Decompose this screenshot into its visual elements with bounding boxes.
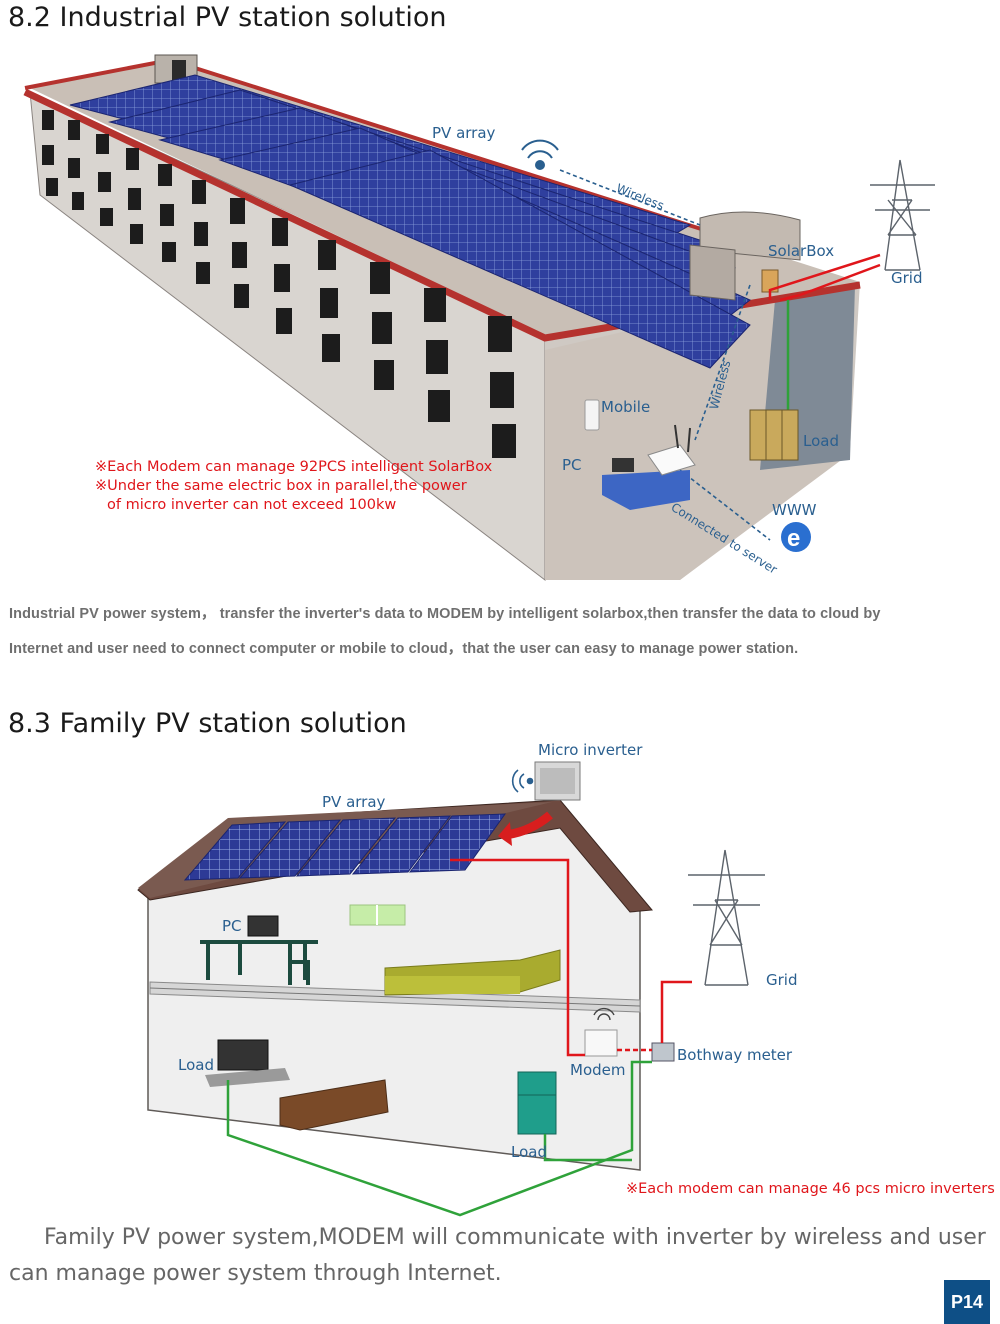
label-pc-family: PC — [222, 917, 242, 935]
page-number-badge: P14 — [944, 1280, 990, 1324]
industrial-description-line-1: Industrial PV power system， transfer the… — [9, 606, 881, 622]
note-parallel-power: ※Under the same electric box in parallel… — [95, 478, 467, 494]
industrial-pv-illustration: e — [23, 54, 935, 582]
label-grid-industrial: Grid — [891, 269, 923, 287]
wireless-signal-icon — [521, 139, 559, 170]
family-description-line-2: can manage power system through Internet… — [9, 1261, 502, 1286]
bothway-meter — [651, 1042, 675, 1062]
label-mobile: Mobile — [601, 398, 651, 416]
label-pv-array-family: PV array — [322, 793, 386, 811]
note-modem-capacity: ※Each Modem can manage 92PCS intelligent… — [95, 459, 493, 475]
pv-array-panels — [69, 74, 751, 369]
load-cabinets-industrial — [749, 409, 799, 461]
section-heading-industrial: 8.2 Industrial PV station solution — [8, 2, 447, 33]
label-modem: Modem — [570, 1061, 626, 1079]
label-micro-inverter: Micro inverter — [538, 741, 643, 759]
note-parallel-power-cont: of micro inverter can not exceed 100kw — [107, 497, 397, 513]
fridge-load — [517, 1071, 557, 1135]
label-solarbox: SolarBox — [768, 242, 835, 260]
modem-device-industrial — [647, 444, 696, 476]
label-pc-industrial: PC — [562, 456, 582, 474]
family-pv-illustration — [137, 761, 765, 1217]
svg-text:e: e — [787, 525, 800, 552]
label-grid-family: Grid — [766, 971, 798, 989]
internet-icon — [781, 522, 811, 552]
pv-array-roof — [183, 813, 506, 881]
label-pv-array: PV array — [432, 124, 496, 142]
industrial-description-line-2: Internet and user need to connect comput… — [9, 641, 799, 657]
grid-tower-family — [688, 849, 765, 986]
mobile-device — [584, 399, 600, 431]
label-load-tv: Load — [178, 1056, 214, 1074]
family-description-line-1: Family PV power system,MODEM will commun… — [44, 1225, 986, 1250]
pc-monitor — [247, 915, 279, 937]
label-www: WWW — [772, 501, 817, 519]
section-heading-family: 8.3 Family PV station solution — [8, 708, 407, 739]
sofa — [279, 1079, 389, 1131]
pc-desk — [200, 940, 318, 985]
label-load-fridge: Load — [511, 1143, 547, 1161]
label-bothway-meter: Bothway meter — [677, 1046, 793, 1064]
tv-load — [217, 1039, 269, 1071]
building-windows — [42, 110, 516, 458]
grid-tower-industrial — [870, 159, 935, 271]
modem-device-family — [584, 1029, 618, 1057]
pc-laptop — [612, 458, 634, 472]
micro-inverter-wireless-icon — [511, 769, 534, 793]
note-modem-46: ※Each modem can manage 46 pcs micro inve… — [626, 1181, 995, 1197]
label-load-industrial: Load — [803, 432, 839, 450]
